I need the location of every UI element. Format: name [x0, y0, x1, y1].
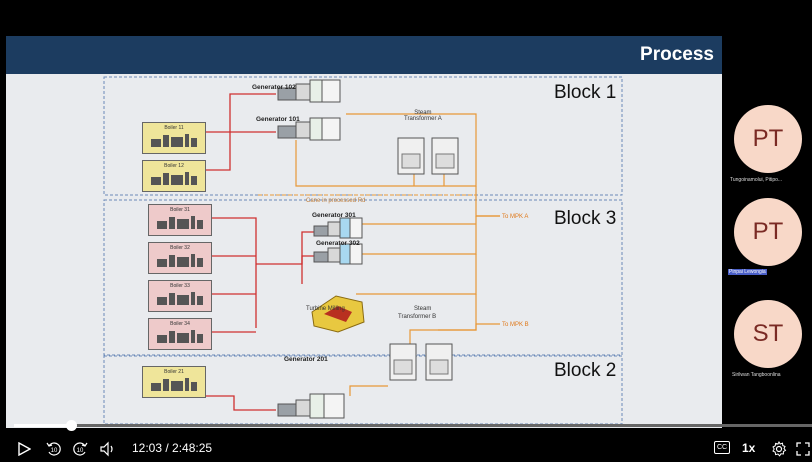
boiler-machine-icon [157, 330, 203, 343]
block-1-steam-lines [204, 93, 276, 171]
avatar: ST [734, 300, 802, 368]
block-3-power-lines [356, 215, 500, 344]
playback-speed-button[interactable]: 1x [742, 441, 756, 455]
block-3-label: Block 3 [554, 208, 617, 229]
boiler-34-label: Boiler 34 [170, 321, 190, 327]
turbine-milling-shape [311, 295, 365, 333]
boiler-11: Boiler 11 [142, 122, 206, 154]
generator-302-shape [313, 243, 363, 265]
turbine-milling-label: Turbine Milling [306, 306, 345, 312]
boiler-33-label: Boiler 33 [170, 283, 190, 289]
to-mpk-b-label: To MPK B [502, 322, 529, 328]
steam-transformer-b-label-line1: Steam [414, 306, 432, 312]
progress-bar[interactable] [14, 420, 812, 431]
block-2-power-lines [349, 385, 388, 396]
boiler-machine-icon [157, 216, 203, 229]
skip-forward-10-icon: 10 [73, 442, 88, 456]
avatar: PT [734, 198, 802, 266]
boiler-32: Boiler 32 [148, 242, 212, 274]
boiler-21: Boiler 21 [142, 366, 206, 398]
skip-back-seconds: 10 [51, 448, 58, 454]
fullscreen-icon [796, 442, 810, 456]
boiler-12-label: Boiler 12 [164, 163, 184, 169]
participant-name-3: Sirilwan Tangboonlina [732, 372, 781, 378]
time-display: 12:03 / 2:48:25 [132, 441, 213, 455]
skip-forward-button[interactable]: 10 [70, 440, 90, 458]
steam-transformer-a-shape [397, 137, 459, 175]
generator-102-label: Generator 102 [252, 84, 296, 91]
settings-button[interactable] [770, 440, 788, 458]
volume-icon [100, 441, 113, 457]
block-2-steam-lines [204, 395, 276, 411]
generator-302-label: Generator 302 [316, 240, 360, 247]
boiler-machine-icon [151, 134, 197, 147]
skip-back-button[interactable]: 10 [44, 440, 64, 458]
generator-101-shape [277, 117, 341, 141]
block-2-label: Block 2 [554, 360, 617, 381]
presentation-slide: Process [6, 36, 722, 428]
block-1-label: Block 1 [554, 82, 617, 103]
boiler-33: Boiler 33 [148, 280, 212, 312]
fullscreen-button[interactable] [794, 440, 812, 458]
play-icon [17, 442, 31, 456]
avatar: PT [734, 105, 802, 173]
boiler-32-label: Boiler 32 [170, 245, 190, 251]
skip-forward-seconds: 10 [77, 448, 84, 454]
boiler-34: Boiler 34 [148, 318, 212, 350]
block-3-steam-lines [210, 217, 316, 333]
boiler-31: Boiler 31 [148, 204, 212, 236]
boiler-12: Boiler 12 [142, 160, 206, 192]
process-diagram [103, 76, 623, 425]
steam-transformer-a-label: Steam Transformer A [404, 110, 442, 122]
steam-transformer-b-label-line2: Transformer B [398, 314, 437, 320]
boiler-machine-icon [151, 378, 197, 391]
boiler-21-label: Boiler 21 [164, 369, 184, 375]
boiler-31-label: Boiler 31 [170, 207, 190, 213]
participant-tile-3[interactable]: ST [734, 300, 802, 368]
boiler-machine-icon [151, 172, 197, 185]
participant-name-2: Pinpai Lewongia [728, 269, 767, 275]
progress-fill [14, 424, 71, 427]
cane-processed-label: Cane in processed Rd [306, 198, 366, 204]
play-button[interactable] [16, 440, 32, 458]
volume-button[interactable] [98, 440, 118, 458]
boiler-11-label: Boiler 11 [164, 125, 184, 131]
generator-201-shape [277, 393, 345, 419]
participant-name-1: Tungoinamolui, Pitipo... [730, 177, 783, 183]
boiler-machine-icon [157, 254, 203, 267]
settings-icon [772, 441, 787, 457]
generator-301-label: Generator 301 [312, 212, 356, 219]
slide-header-bar: Process [6, 36, 722, 74]
progress-scrubber-handle[interactable] [66, 420, 77, 431]
generator-201-label: Generator 201 [284, 356, 328, 363]
to-mpk-a-label: To MPK A [502, 214, 529, 220]
steam-transformer-b-shape [389, 343, 453, 381]
boiler-machine-icon [157, 292, 203, 305]
captions-button[interactable]: CC [714, 441, 730, 454]
participant-tile-2[interactable]: PT [734, 198, 802, 266]
generator-102-shape [277, 79, 341, 103]
block-3-border [103, 199, 623, 356]
generator-101-label: Generator 101 [256, 116, 300, 123]
participant-tile-1[interactable]: PT [734, 105, 802, 173]
skip-back-10-icon: 10 [46, 442, 61, 456]
generator-301-shape [313, 217, 363, 239]
slide-title: Process [640, 44, 714, 65]
